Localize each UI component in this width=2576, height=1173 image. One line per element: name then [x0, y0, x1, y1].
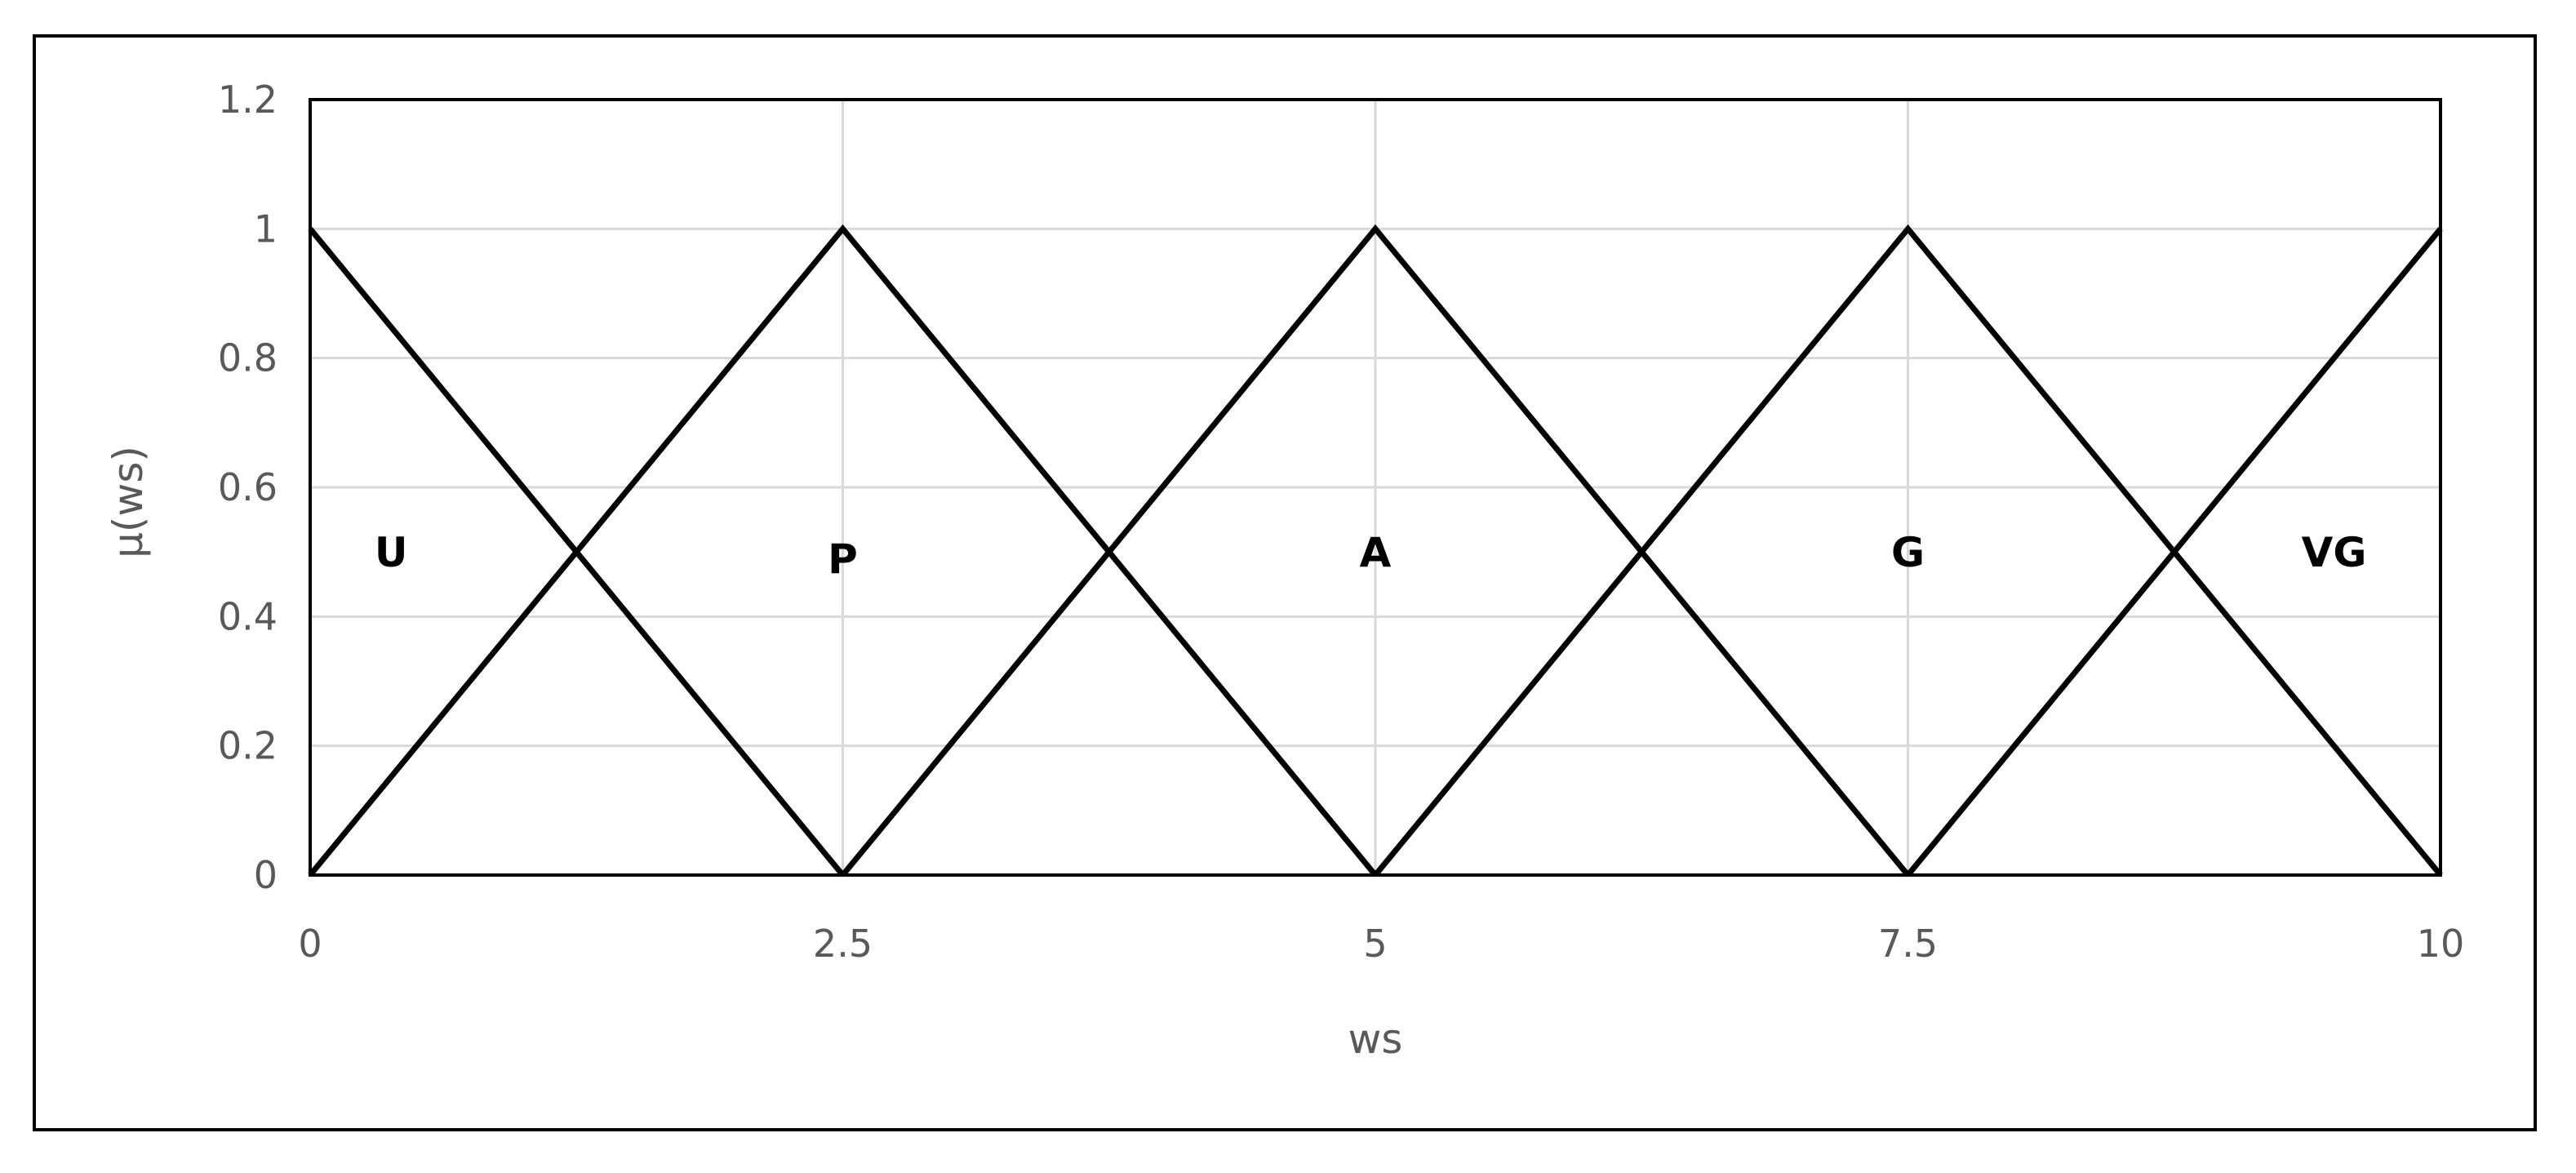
- x-tick-label: 2.5: [813, 922, 873, 966]
- series-line-vg: [1905, 227, 2443, 878]
- y-tick-label: 0.2: [218, 724, 278, 768]
- y-tick-label: 1.2: [218, 78, 278, 122]
- y-axis-title: μ(ws): [104, 446, 152, 558]
- series-line-g: [1373, 224, 2443, 878]
- y-tick-label: 0: [254, 853, 278, 897]
- series-label-vg: VG: [2302, 529, 2367, 576]
- x-tick-label: 7.5: [1878, 922, 1938, 966]
- membership-chart: 0 2.5 5 7.5 10 0 0.2 0.4 0.6 0.8 1 1.2U P A G VG ws μ(w…: [104, 78, 2464, 1063]
- y-tick-label: 0.6: [218, 465, 278, 509]
- y-tick-label: 1: [254, 207, 278, 251]
- labels-layer: 0 2.5 5 7.5 10 0 0.2 0.4 0.6 0.8 1 1.2U P A G VG: [218, 78, 2464, 966]
- series-line-a: [840, 224, 1911, 878]
- series-label-u: U: [375, 529, 408, 576]
- y-tick-label: 0.4: [218, 594, 278, 638]
- x-tick-label: 5: [1363, 922, 1387, 966]
- series-label-a: A: [1360, 529, 1392, 576]
- x-tick-label: 10: [2417, 922, 2465, 966]
- y-tick-label: 0.8: [218, 336, 278, 380]
- x-tick-label: 0: [298, 922, 322, 966]
- series-label-p: P: [828, 535, 858, 583]
- x-axis-title: ws: [1348, 1015, 1403, 1063]
- series-label-g: G: [1891, 529, 1925, 576]
- series-layer: [308, 224, 2443, 878]
- series-line-p: [308, 224, 1378, 878]
